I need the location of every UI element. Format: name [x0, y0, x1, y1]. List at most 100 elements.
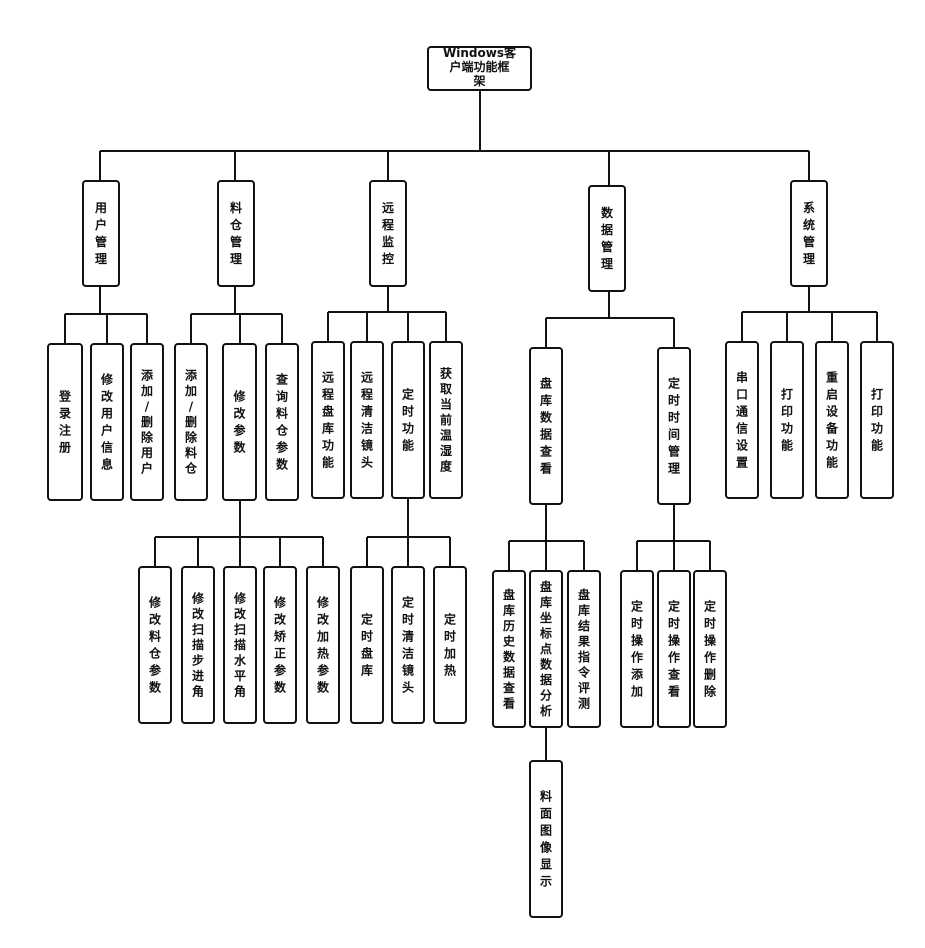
node-label: Windows客户端功能框架 [443, 45, 517, 88]
node-box [815, 341, 849, 499]
node-box [369, 180, 407, 287]
node-box [657, 347, 691, 505]
node-param-correct: 修改矫正参数 [263, 566, 297, 724]
node-box [725, 341, 759, 499]
node-user-edit: 修改用户信息 [90, 343, 124, 501]
node-timer-heat: 定时加热 [433, 566, 467, 724]
node-box [429, 341, 463, 499]
node-param-bin: 修改料仓参数 [138, 566, 172, 724]
node-box [130, 343, 164, 501]
node-box [90, 343, 124, 501]
node-system: 系统管理 [790, 180, 828, 287]
node-box [620, 570, 654, 728]
node-timer-clean: 定时清洁镜头 [391, 566, 425, 724]
node-data-history: 盘库历史数据查看 [492, 570, 526, 728]
node-box [350, 341, 384, 499]
node-box [138, 566, 172, 724]
node-user-add: 添加/删除用户 [130, 343, 164, 501]
node-box [350, 566, 384, 724]
node-sys-print2: 打印功能 [860, 341, 894, 499]
node-remote-clean: 远程清洁镜头 [350, 341, 384, 499]
node-box [391, 566, 425, 724]
node-label: 系统管理 [803, 200, 815, 266]
node-label: 修改料仓参数 [148, 595, 162, 695]
node-param-heat: 修改加热参数 [306, 566, 340, 724]
node-box [529, 760, 563, 918]
node-label: 获取当前温湿度 [439, 366, 453, 474]
node-box [222, 343, 257, 501]
node-user-login: 登录注册 [47, 343, 83, 501]
node-box [223, 566, 257, 724]
node-sys-serial: 串口通信设置 [725, 341, 759, 499]
node-data-surface: 料面图像显示 [529, 760, 563, 918]
node-sys-restart: 重启设备功能 [815, 341, 849, 499]
node-remote-timer: 定时功能 [391, 341, 425, 499]
node-data-inventory: 盘库数据查看 [529, 347, 563, 505]
node-label: 料仓管理 [229, 200, 243, 266]
node-label: 定时盘库 [361, 612, 373, 678]
node-remote-humidity: 获取当前温湿度 [429, 341, 463, 499]
node-box [427, 46, 532, 91]
node-label: 远程监控 [382, 201, 394, 266]
node-bin-query: 查询料仓参数 [265, 343, 299, 501]
node-label: 定时操作添加 [630, 599, 644, 699]
node-label: 盘库结果指令评测 [577, 587, 591, 711]
node-label: 盘库数据查看 [539, 376, 553, 476]
node-box [217, 180, 255, 287]
node-box [82, 180, 120, 287]
node-box [174, 343, 208, 501]
node-bin-params: 修改参数 [222, 343, 257, 501]
node-box [306, 566, 340, 724]
node-label: 盘库历史数据查看 [502, 587, 516, 711]
node-bin: 料仓管理 [217, 180, 255, 287]
node-root: Windows客户端功能框架 [427, 45, 532, 91]
node-data-eval: 盘库结果指令评测 [567, 570, 601, 728]
node-label: 定时操作查看 [667, 599, 681, 699]
node-box [181, 566, 215, 724]
node-label: 重启设备功能 [825, 370, 839, 470]
node-label: 修改参数 [232, 389, 246, 455]
node-label: 定时功能 [402, 387, 414, 453]
node-label: 打印功能 [781, 387, 793, 453]
node-label: 料面图像显示 [539, 789, 553, 889]
node-label: 定时清洁镜头 [402, 595, 414, 695]
node-op-view: 定时操作查看 [657, 570, 691, 728]
node-remote: 远程监控 [369, 180, 407, 287]
node-label: 修改用户信息 [100, 372, 114, 472]
node-box [693, 570, 727, 728]
node-label: 修改矫正参数 [273, 595, 287, 695]
node-data-coords: 盘库坐标点数据分析 [529, 570, 563, 728]
node-label: 数据管理 [601, 205, 614, 271]
node-box [47, 343, 83, 501]
node-label: 用户管理 [94, 201, 107, 266]
node-op-delete: 定时操作删除 [693, 570, 727, 728]
node-bin-add: 添加/删除料仓 [174, 343, 208, 501]
node-label: 定时时间管理 [668, 376, 680, 476]
node-box [492, 570, 526, 728]
node-box [529, 570, 563, 728]
node-label: 修改扫描水平角 [233, 591, 247, 699]
node-box [391, 341, 425, 499]
node-label: 打印功能 [871, 387, 883, 453]
node-label: 串口通信设置 [736, 370, 749, 470]
node-data: 数据管理 [588, 185, 626, 292]
node-box [790, 180, 828, 287]
node-box [263, 566, 297, 724]
node-box [567, 570, 601, 728]
node-param-hangle: 修改扫描水平角 [223, 566, 257, 724]
node-box [265, 343, 299, 501]
node-label: 远程清洁镜头 [361, 371, 373, 470]
node-label: 盘库坐标点数据分析 [539, 579, 553, 718]
node-label: 查询料仓参数 [275, 372, 289, 472]
node-user: 用户管理 [82, 180, 120, 287]
node-box [657, 570, 691, 728]
node-param-step: 修改扫描步进角 [181, 566, 215, 724]
node-box [770, 341, 804, 499]
node-label: 远程盘库功能 [322, 371, 334, 470]
node-label: 定时加热 [443, 612, 456, 678]
node-label: 添加/删除料仓 [184, 368, 198, 476]
node-label: 定时操作删除 [704, 599, 717, 699]
node-box [860, 341, 894, 499]
